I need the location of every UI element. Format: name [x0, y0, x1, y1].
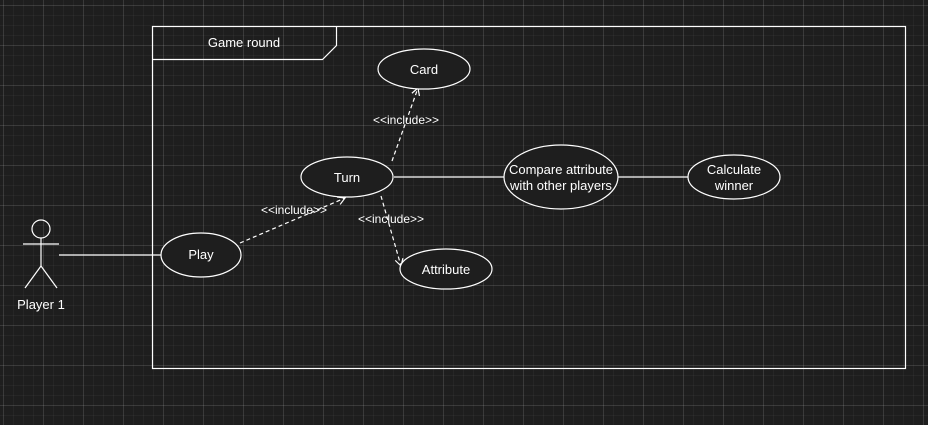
include-arrow-play-turn	[239, 196, 347, 244]
actor-head	[31, 219, 51, 239]
use-case-calculate-label-line1: Calculate	[707, 162, 761, 177]
actor-left-leg	[24, 265, 42, 289]
use-case-play[interactable]: Play	[160, 232, 242, 278]
include-arrow-turn-card	[391, 86, 421, 162]
use-case-attribute-shape	[399, 248, 493, 290]
use-case-card-label: Card	[410, 62, 438, 77]
include-label-turn-card: <<include>>	[373, 113, 439, 127]
use-case-play-label: Play	[188, 247, 214, 262]
actor-player-1[interactable]	[23, 219, 59, 289]
system-boundary-frame	[151, 25, 907, 370]
use-case-turn-label: Turn	[334, 170, 360, 185]
include-label-play-turn: <<include>>	[261, 203, 327, 217]
use-case-play-shape	[160, 232, 242, 278]
use-case-card[interactable]: Card	[377, 48, 471, 90]
use-case-attribute[interactable]: Attribute	[399, 248, 493, 290]
include-arrow-turn-attribute	[380, 195, 404, 268]
use-case-card-shape	[377, 48, 471, 90]
use-case-turn[interactable]: Turn	[300, 156, 394, 198]
use-case-compare-label-line2: with other players	[509, 178, 612, 193]
use-case-compare-label-line1: Compare attribute	[509, 162, 613, 177]
include-label-turn-attribute: <<include>>	[358, 212, 424, 226]
actor-right-leg	[40, 265, 58, 289]
frame-title-tab	[152, 26, 338, 61]
use-case-compare-shape	[503, 144, 619, 210]
actor-label: Player 1	[17, 297, 65, 312]
use-case-turn-shape	[300, 156, 394, 198]
use-case-compare-attribute[interactable]: Compare attribute with other players	[503, 144, 619, 210]
use-case-calculate-label-line2: winner	[714, 178, 754, 193]
use-case-calculate-winner[interactable]: Calculate winner	[687, 154, 781, 200]
frame-title: Game round	[208, 35, 280, 50]
use-case-calculate-shape	[687, 154, 781, 200]
use-case-attribute-label: Attribute	[422, 262, 470, 277]
